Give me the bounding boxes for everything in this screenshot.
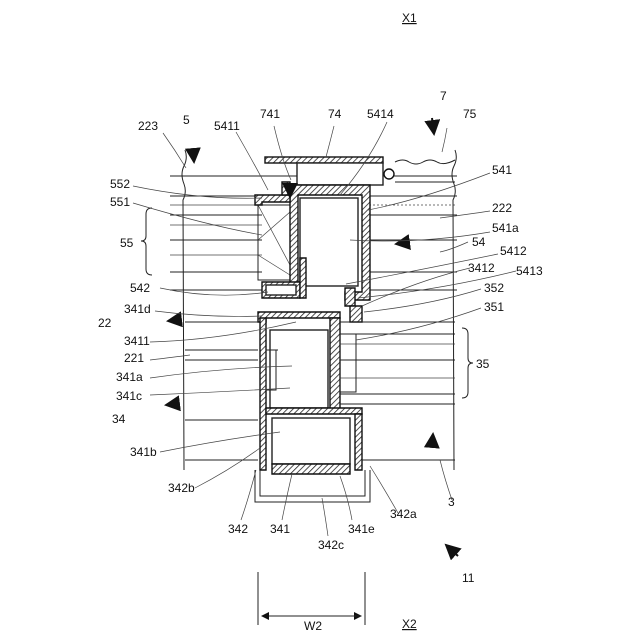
label-341a: 341a [116,370,143,384]
label-55: 55 [120,236,134,250]
label-54: 54 [472,235,486,249]
label-552: 552 [110,177,130,191]
label-551: 551 [110,195,130,209]
label-223: 223 [138,119,158,133]
w2-dimension [258,572,365,625]
label-741: 741 [260,107,280,121]
label-341b: 341b [130,445,157,459]
label-5414: 5414 [367,107,394,121]
reference-labels: X1 X2 W2 7 74 741 5414 75 223 5 5411 541… [98,11,543,633]
label-341d: 341d [124,302,151,316]
label-7: 7 [440,89,447,103]
bracket-55 [141,208,152,275]
label-342a: 342a [390,507,417,521]
label-x1: X1 [402,11,417,25]
label-542: 542 [130,281,150,295]
label-221: 221 [124,351,144,365]
label-5412: 5412 [500,244,527,258]
label-3: 3 [448,495,455,509]
label-x2: X2 [402,617,417,631]
label-11: 11 [462,571,475,585]
bracket-35 [462,328,473,398]
label-352: 352 [484,281,504,295]
label-351: 351 [484,300,504,314]
upper-frame-54 [255,157,394,306]
label-342: 342 [228,522,248,536]
label-341: 341 [270,522,290,536]
label-74: 74 [328,107,342,121]
label-541: 541 [492,163,512,177]
label-3411: 3411 [124,334,150,348]
label-541a: 541a [492,221,519,235]
label-5411: 5411 [214,119,240,133]
label-w2: W2 [304,619,322,633]
label-342b: 342b [168,481,195,495]
label-35: 35 [476,357,490,371]
label-5: 5 [183,113,190,127]
label-3412: 3412 [468,261,495,275]
label-222: 222 [492,201,512,215]
label-341c: 341c [116,389,142,403]
label-22: 22 [98,316,112,330]
label-5413: 5413 [516,264,543,278]
label-342c: 342c [318,538,344,552]
label-34: 34 [112,412,126,426]
label-341e: 341e [348,522,375,536]
label-75: 75 [463,107,477,121]
